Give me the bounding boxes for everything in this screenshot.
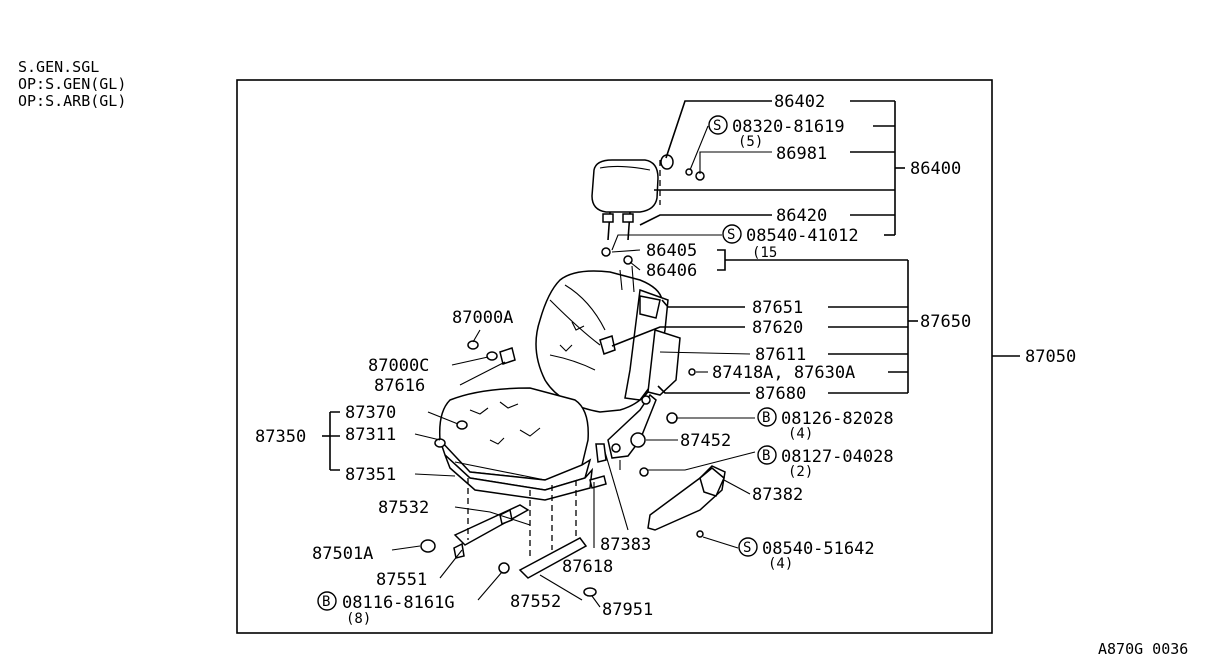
qty-08127: (2) — [788, 464, 813, 480]
recliner-hinge-drawing — [589, 393, 678, 489]
side-cover-drawing — [647, 465, 726, 538]
headrest-drawing — [591, 154, 705, 265]
seatback-drawing — [535, 265, 681, 413]
label-86402: 86402 — [774, 92, 825, 112]
qty-08540b: (4) — [768, 556, 793, 572]
label-87351: 87351 — [345, 465, 396, 485]
label-87370: 87370 — [345, 403, 396, 423]
label-86981: 86981 — [776, 144, 827, 164]
label-86405: 86405 — [646, 241, 697, 261]
label-87620: 87620 — [752, 318, 803, 338]
qty-08320: (5) — [738, 134, 763, 150]
label-87680: 87680 — [755, 384, 806, 404]
label-87951: 87951 — [602, 600, 653, 620]
screw-mark-08540b: S — [743, 540, 751, 556]
label-87650: 87650 — [920, 312, 971, 332]
bolt-callout-08127 — [757, 445, 777, 465]
label-87311: 87311 — [345, 425, 396, 445]
label-86400: 86400 — [910, 159, 961, 179]
bolt-mark-08127: B — [762, 448, 770, 464]
label-08116-8161g: 08116-8161G — [342, 593, 455, 613]
label-87418a-87630a: 87418A, 87630A — [712, 363, 855, 383]
label-87383: 87383 — [600, 535, 651, 555]
label-87382: 87382 — [752, 485, 803, 505]
header-line-1: S.GEN.SGL — [18, 58, 99, 76]
label-08540-51642: 08540-51642 — [762, 539, 875, 559]
label-86406: 86406 — [646, 261, 697, 281]
label-08127-04028: 08127-04028 — [781, 447, 894, 467]
screw-mark-08320: S — [713, 118, 721, 134]
seat-cushion-drawing — [434, 387, 594, 501]
screw-callout-08540b — [738, 537, 758, 557]
screw-callout-08320 — [708, 115, 728, 135]
label-08126-82028: 08126-82028 — [781, 409, 894, 429]
label-87452: 87452 — [680, 431, 731, 451]
label-87000c: 87000C — [368, 356, 429, 376]
label-87611: 87611 — [755, 345, 806, 365]
bolt-mark-08116: B — [322, 594, 330, 610]
label-87000a: 87000A — [452, 308, 513, 328]
label-87551: 87551 — [376, 570, 427, 590]
label-87050: 87050 — [1025, 347, 1076, 367]
small-fasteners-drawing — [467, 340, 696, 376]
qty-08126: (4) — [788, 426, 813, 442]
qty-86405: (15 — [752, 245, 777, 261]
bolt-callout-08126 — [757, 407, 777, 427]
bolt-mark-08126: B — [762, 410, 770, 426]
screw-mark-08540a: S — [727, 227, 735, 243]
label-87618: 87618 — [562, 557, 613, 577]
qty-08116: (8) — [346, 611, 371, 627]
label-08540-41012: 08540-41012 — [746, 226, 859, 246]
label-86420: 86420 — [776, 206, 827, 226]
seat-rails-drawing — [420, 478, 597, 597]
leader-lines — [322, 100, 1020, 608]
label-87651: 87651 — [752, 298, 803, 318]
label-87552: 87552 — [510, 592, 561, 612]
figure-id: A870G 0036 — [1098, 640, 1188, 658]
label-08320-81619: 08320-81619 — [732, 117, 845, 137]
bolt-callout-08116 — [317, 591, 337, 611]
header-line-2: OP:S.GEN(GL) — [18, 75, 126, 93]
label-87616: 87616 — [374, 376, 425, 396]
label-87501a: 87501A — [312, 544, 373, 564]
part-labels: 86402 S 08320-81619 (5) 86981 86400 8642… — [255, 92, 1076, 627]
label-87350: 87350 — [255, 427, 306, 447]
label-87532: 87532 — [378, 498, 429, 518]
screw-callout-08540a — [722, 224, 742, 244]
header-line-3: OP:S.ARB(GL) — [18, 92, 126, 110]
